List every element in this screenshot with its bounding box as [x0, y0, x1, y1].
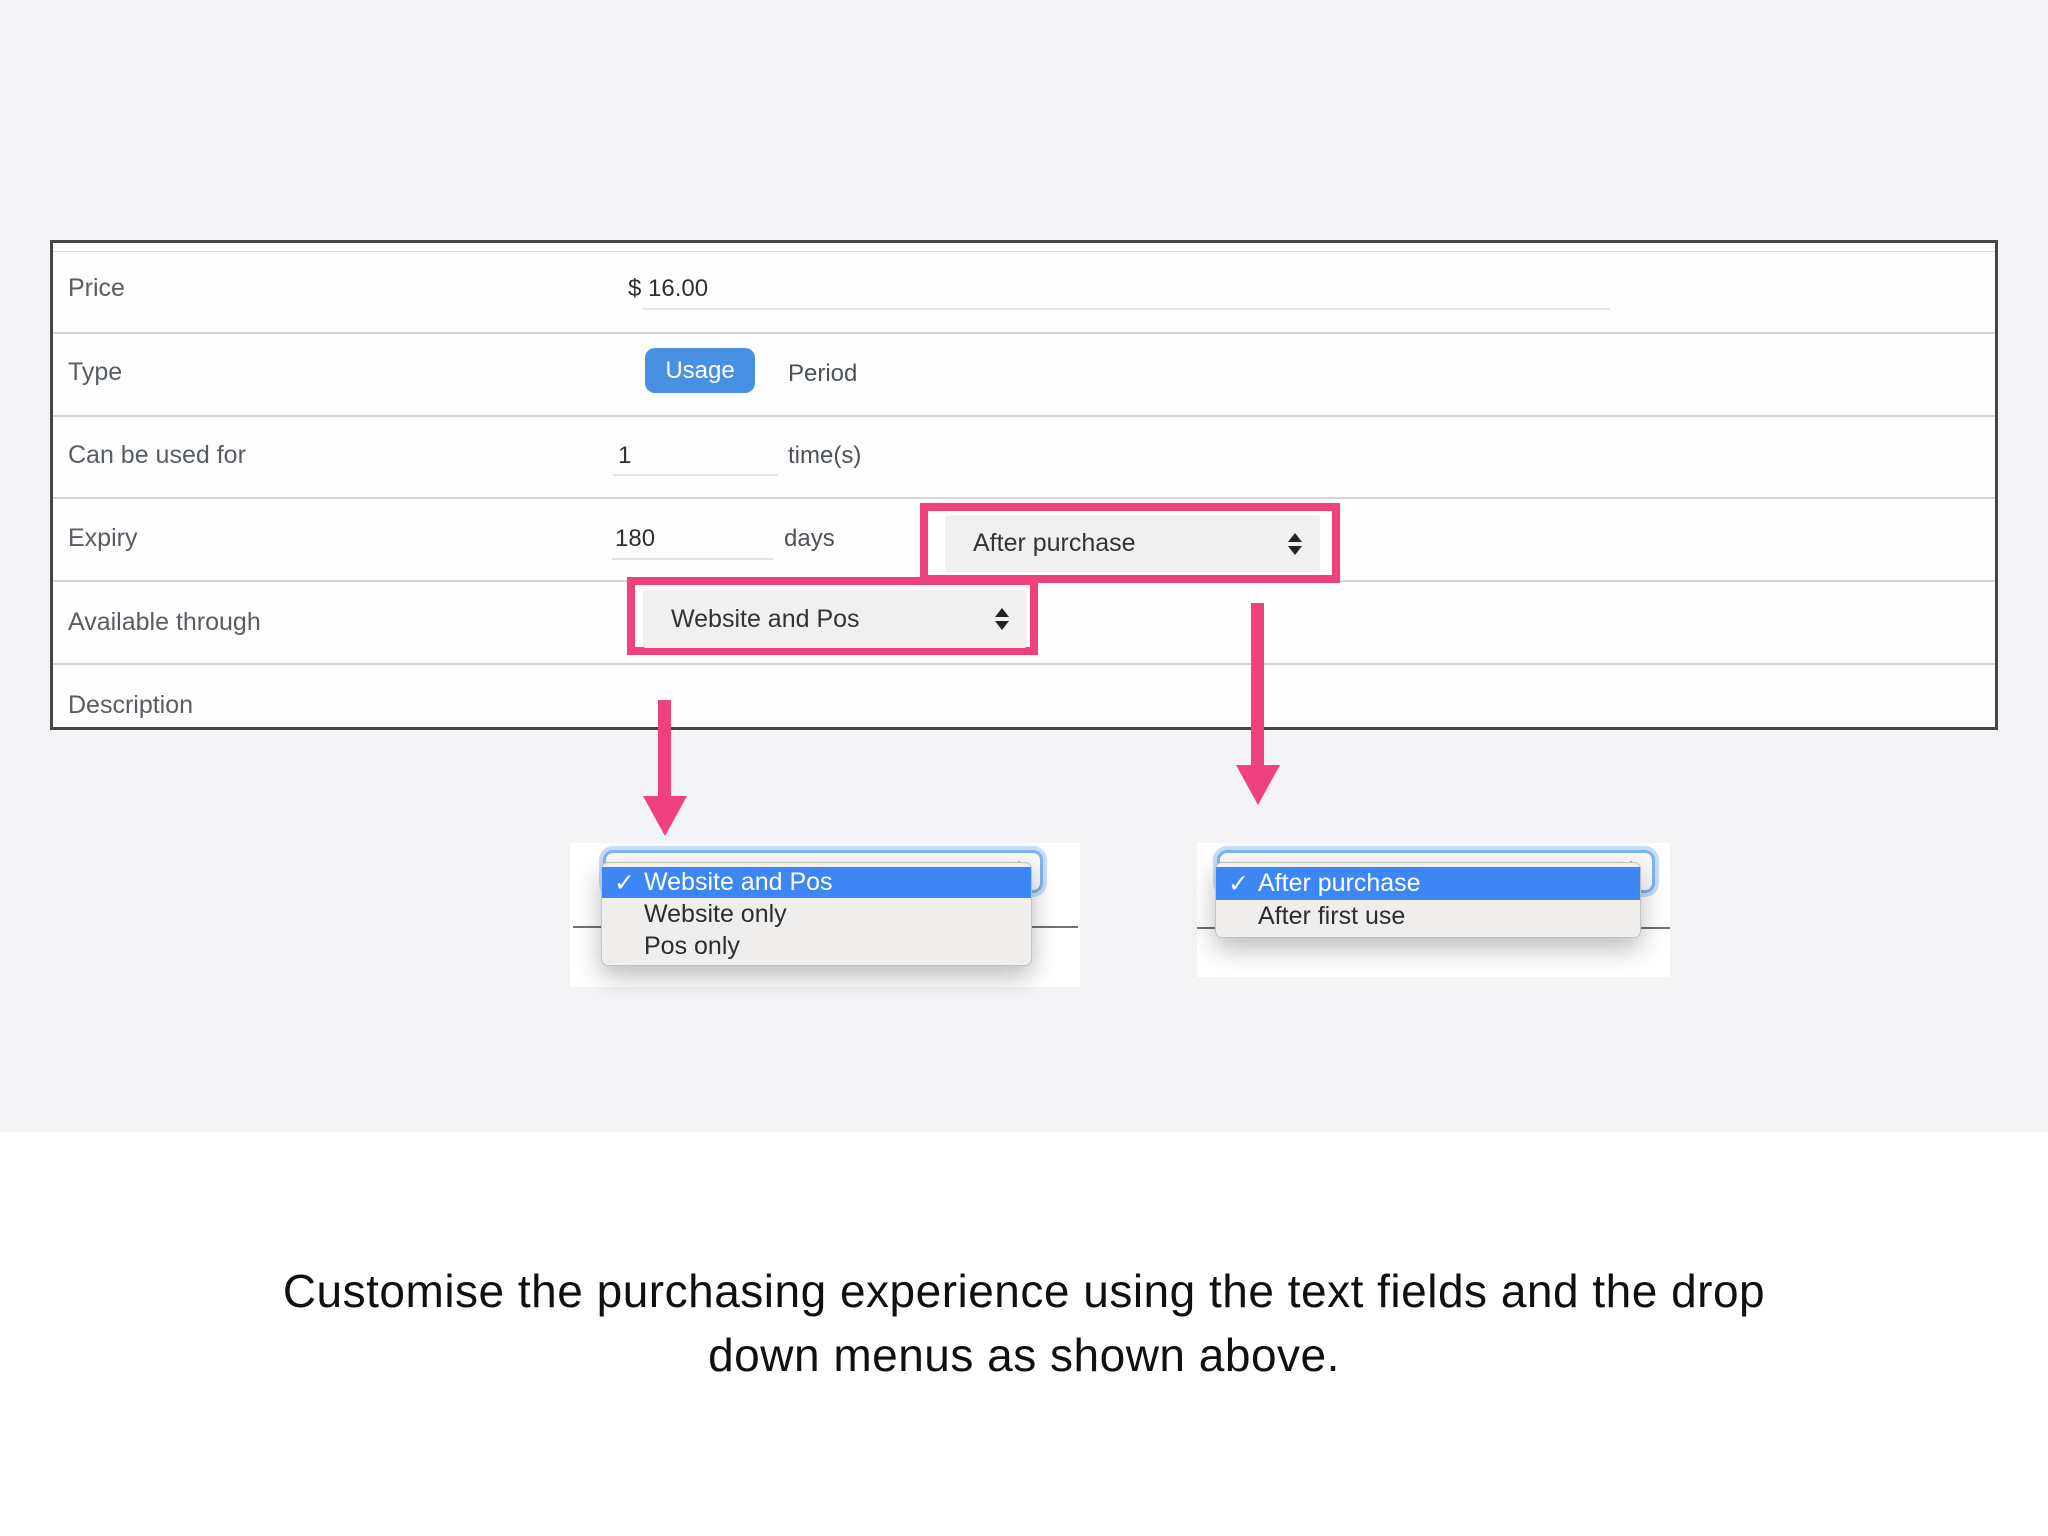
- type-label: Type: [68, 358, 123, 386]
- row-divider: [53, 251, 1995, 252]
- row-divider: [53, 497, 1995, 499]
- expiry-input-underline[interactable]: [612, 558, 773, 560]
- menu-option-pos-only[interactable]: Pos only: [602, 930, 1031, 962]
- usage-count-suffix: time(s): [788, 442, 862, 469]
- select-arrows-icon: [995, 608, 1009, 630]
- select-arrows-icon: [1288, 532, 1302, 555]
- annotation-arrowhead-available: [643, 796, 687, 836]
- menu-option-label: Website and Pos: [644, 868, 833, 896]
- available-through-label: Available through: [68, 608, 261, 636]
- menu-option-label: After purchase: [1258, 869, 1421, 897]
- annotation-arrow-expiry: [1251, 603, 1264, 767]
- menu-option-website-and-pos[interactable]: ✓ Website and Pos: [602, 867, 1031, 898]
- menu-option-label: Pos only: [644, 931, 740, 960]
- pricing-form-panel: [50, 240, 1998, 730]
- expiry-input-value[interactable]: 180: [615, 525, 656, 552]
- caption-line-2: down menus as shown above.: [708, 1329, 1340, 1381]
- expiry-label: Expiry: [68, 524, 138, 552]
- highlight-box-expiry-select: [920, 503, 1340, 583]
- menu-option-label: Website only: [644, 899, 787, 928]
- usage-count-input-value[interactable]: 1: [618, 442, 632, 469]
- annotation-arrowhead-expiry: [1236, 765, 1280, 805]
- type-usage-button[interactable]: Usage: [645, 348, 755, 393]
- menu-option-label: After first use: [1258, 902, 1406, 930]
- checkmark-icon: ✓: [1228, 869, 1249, 898]
- type-period-button[interactable]: Period: [788, 360, 858, 387]
- expiry-timing-select[interactable]: After purchase: [945, 515, 1320, 572]
- description-label: Description: [68, 691, 194, 719]
- usage-count-input-underline[interactable]: [613, 474, 778, 476]
- expiry-timing-select-value: After purchase: [973, 529, 1136, 557]
- annotation-arrow-available: [658, 700, 671, 798]
- available-options-menu: ✓ Website and Pos Website only Pos only: [601, 862, 1032, 966]
- row-divider: [53, 663, 1995, 665]
- price-input-underline[interactable]: [643, 308, 1610, 310]
- type-usage-button-label: Usage: [665, 356, 735, 384]
- available-through-select-value: Website and Pos: [671, 604, 860, 633]
- price-label: Price: [68, 274, 125, 302]
- available-through-select[interactable]: Website and Pos: [643, 590, 1027, 648]
- highlight-box-available-select: [627, 577, 1038, 655]
- menu-option-after-purchase[interactable]: ✓ After purchase: [1216, 867, 1640, 900]
- row-divider: [53, 415, 1995, 417]
- price-input-value[interactable]: $ 16.00: [628, 275, 709, 302]
- usage-count-label: Can be used for: [68, 441, 246, 469]
- checkmark-icon: ✓: [614, 868, 635, 897]
- row-divider: [53, 332, 1995, 334]
- menu-option-website-only[interactable]: Website only: [602, 898, 1031, 930]
- expiry-suffix: days: [784, 525, 835, 552]
- expiry-options-menu: ✓ After purchase After first use: [1215, 862, 1641, 938]
- menu-option-after-first-use[interactable]: After first use: [1216, 900, 1640, 933]
- caption-line-1: Customise the purchasing experience usin…: [282, 1265, 1766, 1317]
